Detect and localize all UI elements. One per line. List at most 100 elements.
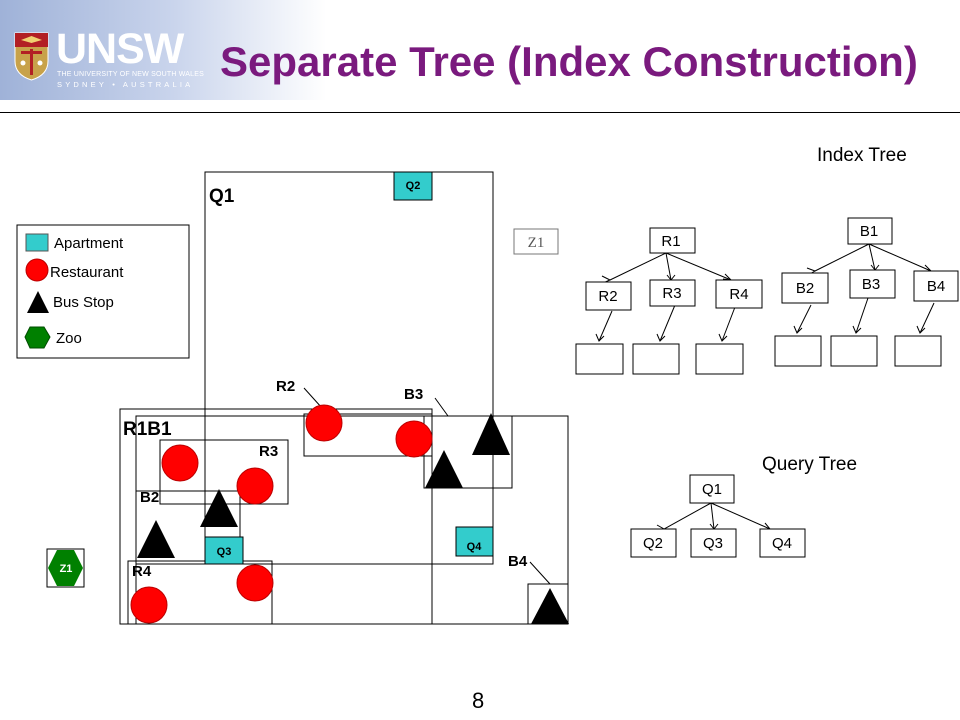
tree-leaf-node	[774, 335, 822, 367]
query-tree-title: Query Tree	[762, 454, 857, 475]
restaurant-legend-icon	[25, 258, 49, 282]
tree-edge	[868, 243, 932, 272]
apartment-legend-icon	[25, 233, 49, 252]
logo-subtitle-2: SYDNEY • AUSTRALIA	[57, 80, 194, 89]
unsw-logo-text: UNSW	[56, 25, 184, 73]
apartment-marker	[393, 171, 433, 201]
apartment-label-q3: Q3	[217, 546, 232, 558]
restaurant-marker	[236, 564, 274, 602]
tree-node-q2	[630, 528, 677, 558]
z1-box-label: Z1	[528, 235, 545, 251]
arrowhead-icon	[718, 333, 728, 342]
map	[119, 171, 569, 625]
bus-stop-marker	[472, 413, 510, 455]
tree-label-r1: R1	[661, 233, 680, 250]
arrowhead-icon	[656, 333, 666, 342]
zoo-z1: Z1	[46, 548, 85, 588]
zoo-label: Z1	[60, 563, 73, 575]
bus-stop-legend-icon	[27, 291, 49, 313]
tree-leaf-node	[894, 335, 942, 367]
tree-label-b1: B1	[860, 223, 878, 240]
apartment-q2: Q2	[393, 171, 433, 201]
bus-stop-marker	[531, 588, 569, 624]
tree-node-b2	[781, 272, 829, 304]
tree-label-q3: Q3	[703, 535, 723, 552]
region-label-r4: R4	[132, 563, 152, 580]
legend-label-apartment: Apartment	[54, 235, 124, 252]
tree-edge	[665, 252, 732, 281]
tree-node-q1	[689, 474, 735, 504]
tree-node-q4	[759, 528, 806, 558]
legend-label-zoo: Zoo	[56, 330, 82, 347]
query-tree	[630, 474, 806, 558]
region-label-b3: B3	[404, 386, 423, 403]
tree-edge	[855, 297, 869, 334]
apartment-marker	[455, 526, 494, 557]
page-number: 8	[472, 688, 485, 713]
tree-node-b1	[847, 217, 893, 245]
index-tree-r	[575, 227, 763, 375]
r1-region	[119, 408, 433, 625]
apartment-q3: Q3	[204, 536, 244, 565]
tree-edge	[663, 502, 712, 530]
arrowhead-icon	[595, 333, 605, 342]
header-band	[0, 0, 960, 100]
tree-node-b4	[913, 270, 959, 302]
tree-edge	[721, 306, 736, 342]
apartment-q4: Q4	[455, 526, 494, 557]
tree-label-r3: R3	[662, 285, 681, 302]
zoo-marker-icon	[48, 550, 83, 586]
q1-region	[204, 171, 494, 565]
tree-label-b4: B4	[927, 278, 945, 295]
r4-region	[127, 560, 273, 625]
tree-label-q4: Q4	[772, 535, 792, 552]
tree-edge	[665, 252, 672, 281]
bus-stop-marker	[200, 489, 238, 527]
tree-node-q3	[690, 528, 737, 558]
zoo-box	[46, 548, 85, 588]
tree-label-q1: Q1	[702, 481, 722, 498]
tree-edge	[598, 310, 613, 342]
z1-box	[513, 228, 559, 255]
tree-label-b3: B3	[862, 276, 880, 293]
arrowhead-icon	[852, 325, 862, 334]
apartment-marker	[204, 536, 244, 565]
arrowhead-icon	[916, 325, 926, 334]
tree-leaf-node	[695, 343, 744, 375]
apartment-label-q4: Q4	[467, 541, 483, 553]
r2-callout-line	[303, 387, 323, 409]
region-label-q1: Q1	[209, 186, 235, 207]
tree-edge	[796, 304, 812, 334]
zoo-legend-icon	[24, 326, 51, 349]
apartment-label-q2: Q2	[406, 180, 421, 192]
header-rule	[0, 112, 960, 113]
tree-edge	[814, 243, 870, 272]
b2-region	[135, 490, 241, 565]
arrowhead-icon	[793, 325, 803, 334]
tree-edge	[919, 302, 935, 334]
index-tree-title: Index Tree	[817, 145, 907, 166]
region-label-r2: R2	[276, 378, 295, 395]
region-label-r1b1: R1B1	[123, 419, 172, 440]
region-label-b2: B2	[140, 489, 159, 506]
tree-node-r3	[649, 279, 696, 307]
restaurant-marker	[130, 586, 168, 624]
b4-callout-line	[529, 561, 551, 585]
restaurant-marker	[161, 444, 199, 482]
tree-node-r4	[715, 279, 763, 309]
arrowhead-icon	[870, 264, 880, 271]
region-label-b4: B4	[508, 553, 528, 570]
restaurant-marker	[305, 404, 343, 442]
legend-label-bus-stop: Bus Stop	[53, 294, 114, 311]
tree-edge	[710, 502, 771, 530]
tree-node-r2	[585, 281, 632, 311]
logo-subtitle-1: THE UNIVERSITY OF NEW SOUTH WALES	[57, 71, 205, 78]
tree-node-b3	[849, 269, 896, 299]
bus-stop-marker	[425, 450, 463, 488]
b3-callout-line	[434, 397, 449, 417]
tree-label-r2: R2	[598, 288, 617, 305]
tree-leaf-node	[830, 335, 878, 367]
legend: Apartment Restaurant Bus Stop Zoo	[16, 224, 190, 359]
tree-edge	[868, 243, 876, 271]
